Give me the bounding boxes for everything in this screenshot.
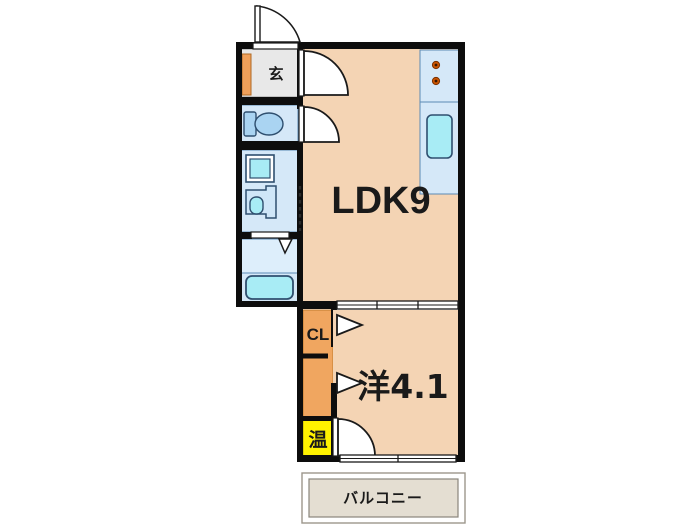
bathroom-zone (240, 238, 299, 303)
entrance-door (252, 5, 302, 50)
washroom-zone (240, 149, 299, 233)
toilet-zone (240, 104, 299, 146)
bathtub (245, 275, 294, 300)
bedroom-label: 洋4.1 (357, 367, 448, 406)
toilet-door (298, 105, 340, 143)
balcony-area: バルコニー (301, 472, 466, 524)
entrance-label: 玄 (268, 65, 283, 83)
entrance-zone: 玄 (240, 48, 299, 98)
kitchen-sink (426, 114, 453, 159)
balcony-sliding-window (339, 454, 457, 463)
balcony-label: バルコニー (343, 489, 423, 507)
toilet-bowl (254, 112, 284, 136)
closet-area: CL (302, 309, 334, 419)
shoe-cabinet (241, 53, 252, 96)
closet-label: CL (307, 325, 330, 344)
water-heater-label: 温 (308, 429, 327, 451)
kitchen-stove (431, 60, 441, 86)
wash-basin-bowl (249, 196, 264, 215)
ldk-bedroom-sliding-door (336, 300, 459, 310)
hall-door (298, 49, 349, 97)
kitchen-counter (419, 49, 460, 195)
water-heater-area: 温 (302, 419, 334, 458)
closet-folding-doors (333, 310, 365, 395)
bathroom-sliding-door (250, 231, 294, 255)
toilet-tank (243, 111, 257, 137)
ldk-label: LDK9 (331, 180, 430, 222)
